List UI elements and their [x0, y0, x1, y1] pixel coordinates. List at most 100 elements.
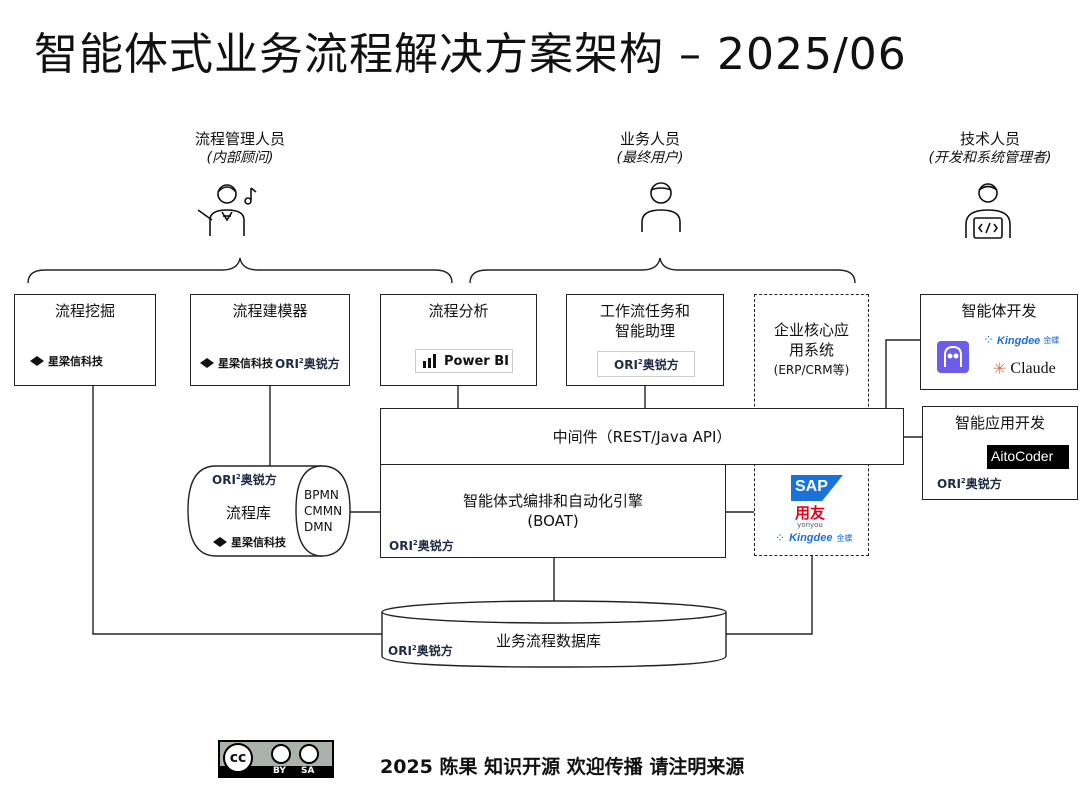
sap-text: SAP	[795, 478, 828, 495]
box-process-mining: 流程挖掘 星梁信科技	[14, 294, 156, 386]
yonyou-text: 用友	[795, 504, 826, 522]
kingdee-cn: 金蝶	[1043, 336, 1060, 345]
yonyou-logo: 用友 yonyou	[795, 505, 825, 529]
xr-logo-text: 星梁信科技	[218, 357, 273, 370]
role-subtitle: (开发和系统管理者)	[928, 150, 1052, 166]
ori-sup: 2	[411, 644, 417, 652]
ori-logo: ORI2奥锐方	[937, 475, 1002, 492]
kingdee-text: Kingdee	[996, 334, 1041, 347]
box-agent-development: 智能体开发 ⁘ Kingdee 金蝶 ✳ Claude	[920, 294, 1078, 390]
kingdee-logo: ⁘ Kingdee 金蝶	[983, 333, 1059, 348]
cc-icon: cc	[223, 743, 253, 773]
ori-cn: 奥锐方	[240, 473, 277, 487]
aitocoder-logo: AitoCoder	[987, 445, 1069, 469]
ori-sup: 2	[298, 357, 304, 365]
ori-logo: ORI2奥锐方	[389, 537, 454, 554]
standard-dmn: DMN	[304, 520, 333, 534]
kingdee-logo: ⁘ Kingdee 金蝶	[775, 531, 852, 545]
box-title: 中间件（REST/Java API）	[552, 428, 732, 446]
ori-text: ORI	[388, 644, 412, 658]
box-title-line2: 智能助理	[614, 322, 675, 340]
box-enterprise-core-apps: 企业核心应 用系统 (ERP/CRM等) SAP 用友 yonyou ⁘ Kin…	[754, 294, 869, 556]
box-title: 流程建模器	[232, 302, 308, 320]
ori-text: ORI	[389, 539, 413, 553]
repo-title: 流程库	[226, 504, 272, 522]
role-subtitle: (最终用户)	[616, 150, 684, 166]
box-app-development: 智能应用开发 AitoCoder ORI2奥锐方	[922, 406, 1078, 500]
ori-cn: 奥锐方	[416, 644, 453, 658]
sa-icon	[299, 744, 319, 764]
xr-logo-icon	[200, 358, 214, 368]
xr-logo-icon	[30, 356, 44, 366]
sa-label: SA	[301, 766, 315, 776]
ori-cn: 奥锐方	[965, 477, 1002, 491]
box-title-line1: 工作流任务和	[599, 302, 690, 320]
ori-logo: ORI2奥锐方	[614, 356, 679, 373]
box-middleware: 中间件（REST/Java API）	[380, 408, 904, 465]
claude-star-icon: ✳	[993, 359, 1007, 378]
repo-standards: BPMN CMMN DMN	[304, 487, 342, 535]
ori-sup: 2	[637, 358, 643, 366]
box-title-line1: 企业核心应	[773, 321, 849, 339]
role-process-manager: 流程管理人员 (内部顾问)	[170, 130, 310, 168]
kingdee-text: Kingdee	[789, 532, 833, 544]
xr-logo: 星梁信科技	[199, 355, 273, 371]
ori-text: ORI	[937, 477, 961, 491]
xr-logo-text: 星梁信科技	[231, 536, 286, 549]
agent-platform-icon	[937, 341, 969, 373]
box-workflow-assistant: 工作流任务和 智能助理 ORI2奥锐方	[566, 294, 724, 386]
box-title: 流程挖掘	[54, 302, 115, 320]
role-technical-staff: 技术人员 (开发和系统管理者)	[915, 130, 1065, 168]
ori-badge: ORI2奥锐方	[597, 351, 695, 377]
user-icon	[641, 182, 681, 232]
ori-text: ORI	[275, 357, 299, 371]
ori-sup: 2	[412, 539, 418, 547]
role-name: 业务人员	[619, 130, 680, 148]
box-subtitle: (ERP/CRM等)	[773, 363, 850, 377]
box-title: 流程分析	[428, 302, 489, 320]
role-business-user: 业务人员 (最终用户)	[580, 130, 720, 168]
role-name: 技术人员	[959, 130, 1020, 148]
xr-logo-text: 星梁信科技	[48, 355, 103, 368]
ori-text: ORI	[614, 358, 638, 372]
ori-logo: ORI2奥锐方	[212, 471, 277, 488]
standard-cmmn: CMMN	[304, 504, 343, 518]
footer-text: 2025 陈果 知识开源 欢迎传播 请注明来源	[380, 756, 745, 778]
powerbi-logo: Power BI	[415, 349, 513, 373]
standard-bpmn: BPMN	[304, 488, 339, 502]
box-process-analysis: 流程分析 Power BI	[380, 294, 537, 386]
ori-sup: 2	[235, 473, 241, 481]
kingdee-dots-icon: ⁘	[983, 333, 994, 348]
xr-logo: 星梁信科技	[29, 353, 103, 369]
claude-text: Claude	[1010, 359, 1056, 377]
page-title: 智能体式业务流程解决方案架构 – 2025/06	[34, 29, 907, 80]
conductor-icon	[197, 184, 257, 236]
database-title: 业务流程数据库	[496, 632, 602, 650]
ori-cn: 奥锐方	[303, 357, 340, 371]
by-icon	[271, 744, 291, 764]
kingdee-cn: 金蝶	[836, 533, 853, 543]
role-name: 流程管理人员	[194, 130, 285, 148]
ori-sup: 2	[960, 477, 966, 485]
cc-license-badge: cc BY SA	[218, 740, 334, 778]
box-title: 智能体开发	[961, 302, 1037, 320]
box-title-line2: 用系统	[788, 341, 834, 359]
developer-icon	[965, 183, 1011, 239]
kingdee-dots-icon: ⁘	[775, 531, 786, 545]
yonyou-sub: yonyou	[797, 521, 823, 529]
box-process-modeler: 流程建模器 星梁信科技 ORI2奥锐方	[190, 294, 350, 386]
ori-text: ORI	[212, 473, 236, 487]
role-subtitle: (内部顾问)	[206, 150, 274, 166]
claude-logo: ✳ Claude	[993, 359, 1056, 378]
ori-logo: ORI2奥锐方	[388, 642, 453, 659]
aitocoder-text: AitoCoder	[991, 448, 1054, 464]
xr-logo: 星梁信科技	[212, 534, 286, 550]
by-label: BY	[273, 766, 286, 776]
box-title-line1: 智能体式编排和自动化引擎	[462, 492, 643, 510]
ori-cn: 奥锐方	[417, 539, 454, 553]
ori-logo: ORI2奥锐方	[275, 355, 340, 372]
ori-cn: 奥锐方	[642, 358, 679, 372]
xr-logo-icon	[213, 537, 227, 547]
sap-logo: SAP	[791, 475, 843, 501]
